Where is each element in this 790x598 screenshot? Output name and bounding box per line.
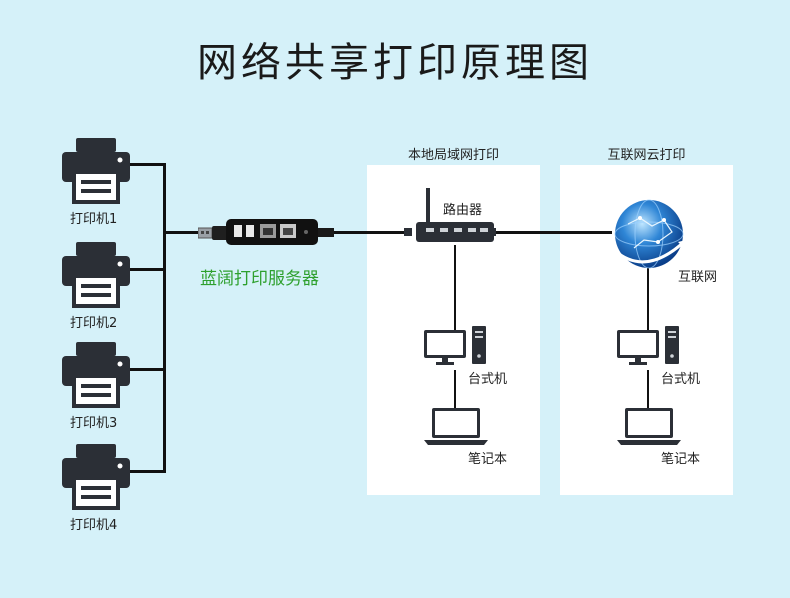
- laptop-icon: [424, 408, 488, 445]
- server-to-router-wire: [330, 231, 410, 234]
- printer1-label: 打印机1: [70, 212, 118, 227]
- desktop-to-laptop-wire: [454, 370, 456, 410]
- router-to-desktop-wire: [454, 245, 456, 330]
- cloud-panel-title: 互联网云打印: [607, 148, 686, 163]
- desktop-icon: [424, 326, 486, 365]
- print-server-icon: [226, 219, 334, 245]
- internet-to-desktop-wire: [647, 268, 649, 330]
- printer4-wire: [128, 470, 166, 473]
- printer2-label: 打印机2: [70, 316, 118, 331]
- lan-desktop-label: 台式机: [468, 372, 508, 387]
- bus-to-server-wire: [163, 231, 209, 234]
- lan-panel-title: 本地局域网打印: [407, 148, 499, 163]
- cloud-desktop-label: 台式机: [661, 372, 701, 387]
- printer3-label: 打印机3: [70, 416, 118, 431]
- router-icon: [404, 188, 496, 242]
- globe-icon: [613, 199, 688, 269]
- printer3-wire: [128, 368, 166, 371]
- print-server-label: 蓝阔打印服务器: [200, 269, 319, 289]
- printer4-label: 打印机4: [70, 518, 118, 533]
- lan-laptop-label: 笔记本: [468, 452, 508, 467]
- printer-icon: [62, 342, 130, 408]
- internet-label: 互联网: [678, 270, 718, 285]
- cloud-desktop-to-laptop-wire: [647, 370, 649, 410]
- usb-plug-icon: [198, 226, 230, 240]
- printer2-wire: [128, 268, 166, 271]
- laptop-icon: [617, 408, 681, 445]
- printer-icon: [62, 242, 130, 308]
- desktop-icon: [617, 326, 679, 365]
- router-label: 路由器: [443, 203, 483, 218]
- page-title: 网络共享打印原理图: [197, 40, 593, 86]
- printer-icon: [62, 138, 130, 204]
- cloud-laptop-label: 笔记本: [661, 452, 701, 467]
- printer-icon: [62, 444, 130, 510]
- printer-bus-wire: [163, 163, 166, 472]
- printer1-wire: [128, 163, 166, 166]
- router-to-internet-wire: [492, 231, 612, 234]
